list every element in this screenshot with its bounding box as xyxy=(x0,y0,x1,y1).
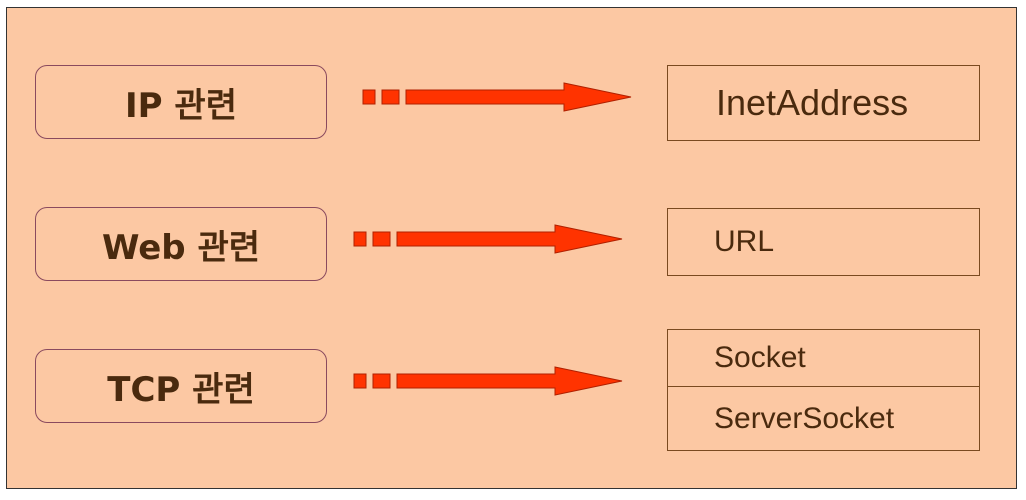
category-tcp-label: TCP 관련 xyxy=(107,369,255,410)
class-item-socket-label: Socket xyxy=(714,341,806,374)
class-item-serversocket: ServerSocket xyxy=(668,386,979,450)
category-ip-label: IP 관련 xyxy=(125,85,237,126)
class-item-url: URL xyxy=(668,209,979,275)
category-tcp: TCP 관련 xyxy=(35,349,327,423)
class-item-inetaddress-label: InetAddress xyxy=(716,82,909,123)
category-ip: IP 관련 xyxy=(35,65,327,139)
arrow-web-icon xyxy=(353,224,623,254)
class-item-url-label: URL xyxy=(714,225,775,258)
class-box-inetaddress: InetAddress xyxy=(667,65,980,141)
class-item-serversocket-label: ServerSocket xyxy=(714,401,895,435)
class-box-sockets: Socket ServerSocket xyxy=(667,329,980,451)
arrow-tcp-icon xyxy=(353,366,623,396)
category-web-label: Web 관련 xyxy=(101,227,261,268)
class-item-inetaddress: InetAddress xyxy=(668,66,979,140)
diagram-canvas: IP 관련 InetAddress Web 관련 URL TCP 관련 Sock… xyxy=(6,7,1017,489)
class-box-url: URL xyxy=(667,208,980,276)
class-item-socket: Socket xyxy=(668,330,979,386)
category-web: Web 관련 xyxy=(35,207,327,281)
arrow-ip-icon xyxy=(362,82,632,112)
